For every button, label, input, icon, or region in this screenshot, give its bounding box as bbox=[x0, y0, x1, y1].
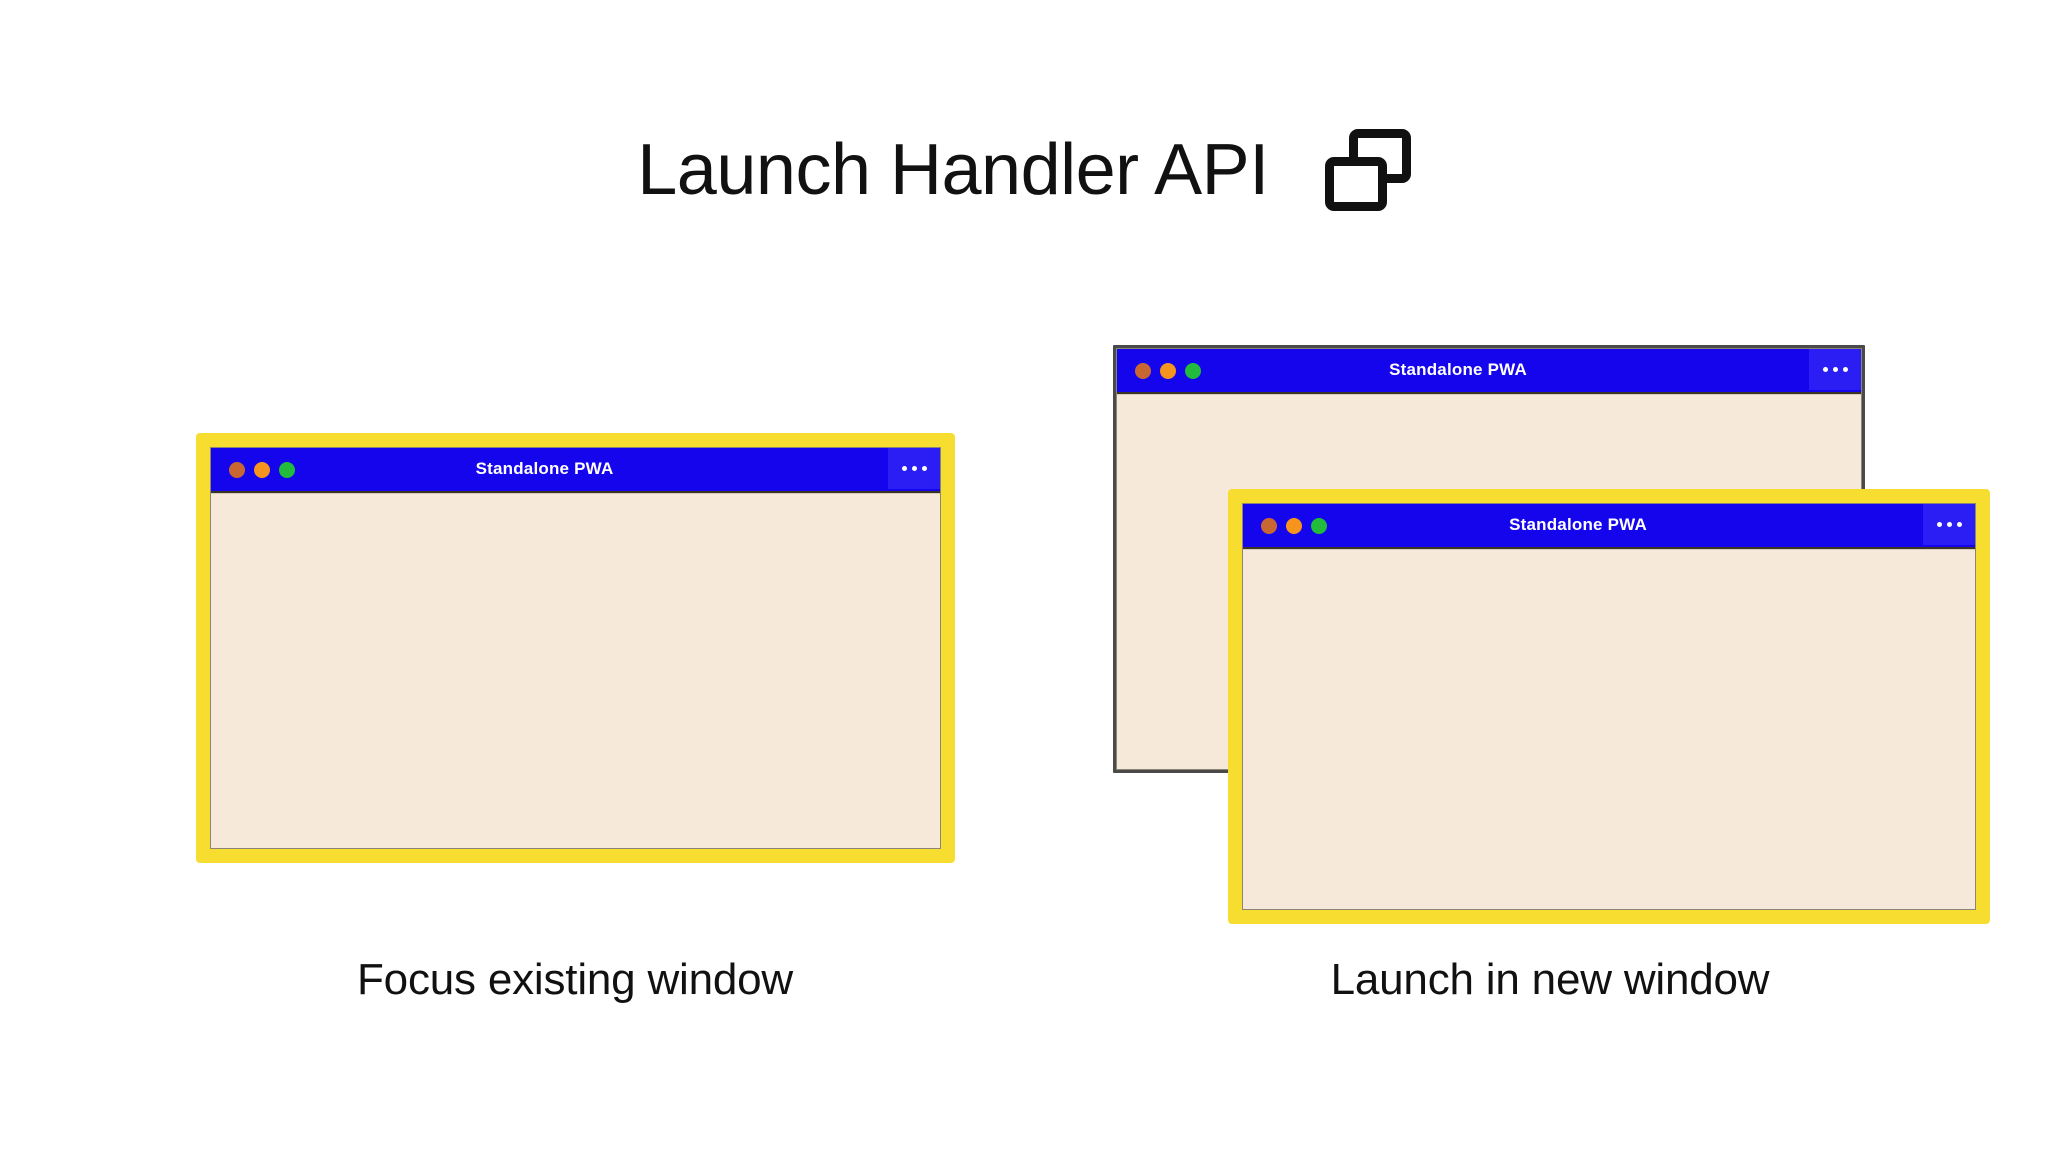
minimize-window-icon[interactable] bbox=[1160, 362, 1176, 379]
window-titlebar[interactable]: Standalone PWA bbox=[1243, 504, 1975, 549]
traffic-light-controls[interactable] bbox=[1117, 362, 1201, 379]
menu-dot-3 bbox=[921, 466, 927, 471]
window-content-area bbox=[211, 493, 940, 848]
window-title: Standalone PWA bbox=[1509, 514, 1647, 534]
menu-dot-3 bbox=[1956, 522, 1962, 527]
window-icon-front-shape bbox=[1324, 157, 1387, 211]
window-inner: Standalone PWA bbox=[210, 447, 941, 849]
menu-dot-2 bbox=[1832, 367, 1838, 372]
two-overlapping-windows-icon bbox=[1324, 129, 1411, 211]
minimize-window-icon[interactable] bbox=[1286, 517, 1302, 534]
pwa-window-left[interactable]: Standalone PWA bbox=[196, 433, 955, 863]
window-title: Standalone PWA bbox=[1389, 359, 1527, 379]
close-window-icon[interactable] bbox=[1261, 517, 1277, 534]
menu-dot-1 bbox=[1822, 367, 1828, 372]
maximize-window-icon[interactable] bbox=[279, 461, 295, 478]
menu-dot-2 bbox=[1946, 522, 1952, 527]
menu-dot-1 bbox=[1936, 522, 1942, 527]
menu-dot-2 bbox=[911, 466, 917, 471]
window-content-area bbox=[1243, 549, 1975, 909]
window-titlebar[interactable]: Standalone PWA bbox=[211, 448, 940, 493]
window-title: Standalone PWA bbox=[475, 458, 614, 478]
caption-launch-in-new-window: Launch in new window bbox=[1330, 955, 1770, 1004]
traffic-light-controls[interactable] bbox=[211, 461, 295, 478]
page-title: Launch Handler API bbox=[637, 130, 1269, 210]
overflow-menu-button[interactable] bbox=[1923, 504, 1975, 545]
window-titlebar[interactable]: Standalone PWA bbox=[1117, 349, 1861, 394]
maximize-window-icon[interactable] bbox=[1185, 362, 1201, 379]
caption-focus-existing-window: Focus existing window bbox=[357, 955, 793, 1004]
close-window-icon[interactable] bbox=[1135, 362, 1151, 379]
maximize-window-icon[interactable] bbox=[1311, 517, 1327, 534]
overflow-menu-button[interactable] bbox=[1809, 349, 1861, 390]
overflow-menu-button[interactable] bbox=[888, 448, 940, 489]
minimize-window-icon[interactable] bbox=[254, 461, 270, 478]
menu-dot-3 bbox=[1842, 367, 1848, 372]
traffic-light-controls[interactable] bbox=[1243, 517, 1327, 534]
page-header: Launch Handler API bbox=[0, 110, 2048, 230]
menu-dot-1 bbox=[901, 466, 907, 471]
window-inner: Standalone PWA bbox=[1242, 503, 1976, 910]
pwa-window-right-front[interactable]: Standalone PWA bbox=[1228, 489, 1990, 924]
close-window-icon[interactable] bbox=[229, 461, 245, 478]
